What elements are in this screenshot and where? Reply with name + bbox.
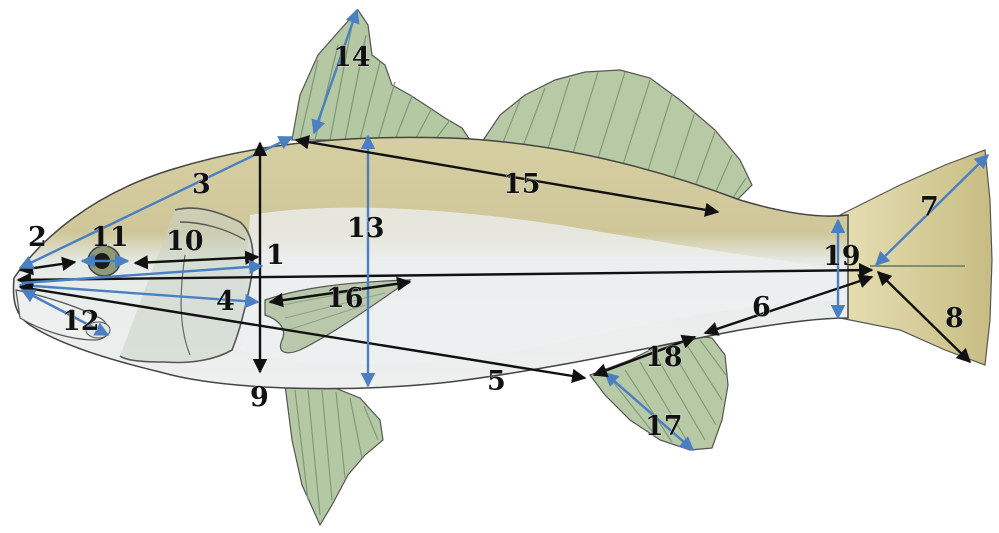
pelvic-fin bbox=[285, 385, 383, 525]
measure-17-label: 17 bbox=[645, 411, 683, 442]
measure-7-label: 7 bbox=[920, 192, 939, 223]
measure-16-label: 16 bbox=[326, 283, 364, 314]
measure-3-label: 3 bbox=[192, 169, 211, 200]
measure-8-label: 8 bbox=[945, 303, 964, 334]
measure-11-label: 11 bbox=[91, 222, 129, 253]
measure-14-label: 14 bbox=[333, 42, 371, 73]
measure-19-label: 19 bbox=[823, 241, 861, 272]
measure-2-label: 2 bbox=[28, 222, 47, 253]
measure-4-label: 4 bbox=[216, 286, 235, 317]
caudal-fin bbox=[840, 150, 992, 365]
measure-10-label: 10 bbox=[166, 226, 204, 257]
measure-18-label: 18 bbox=[645, 342, 683, 373]
measure-15-label: 15 bbox=[503, 169, 541, 200]
measure-13-label: 13 bbox=[347, 213, 385, 244]
measure-1-label: 1 bbox=[266, 240, 285, 271]
measure-6-label: 6 bbox=[752, 292, 771, 323]
measure-9-label: 9 bbox=[250, 382, 269, 413]
measure-12-label: 12 bbox=[62, 306, 100, 337]
measure-5-label: 5 bbox=[487, 366, 506, 397]
